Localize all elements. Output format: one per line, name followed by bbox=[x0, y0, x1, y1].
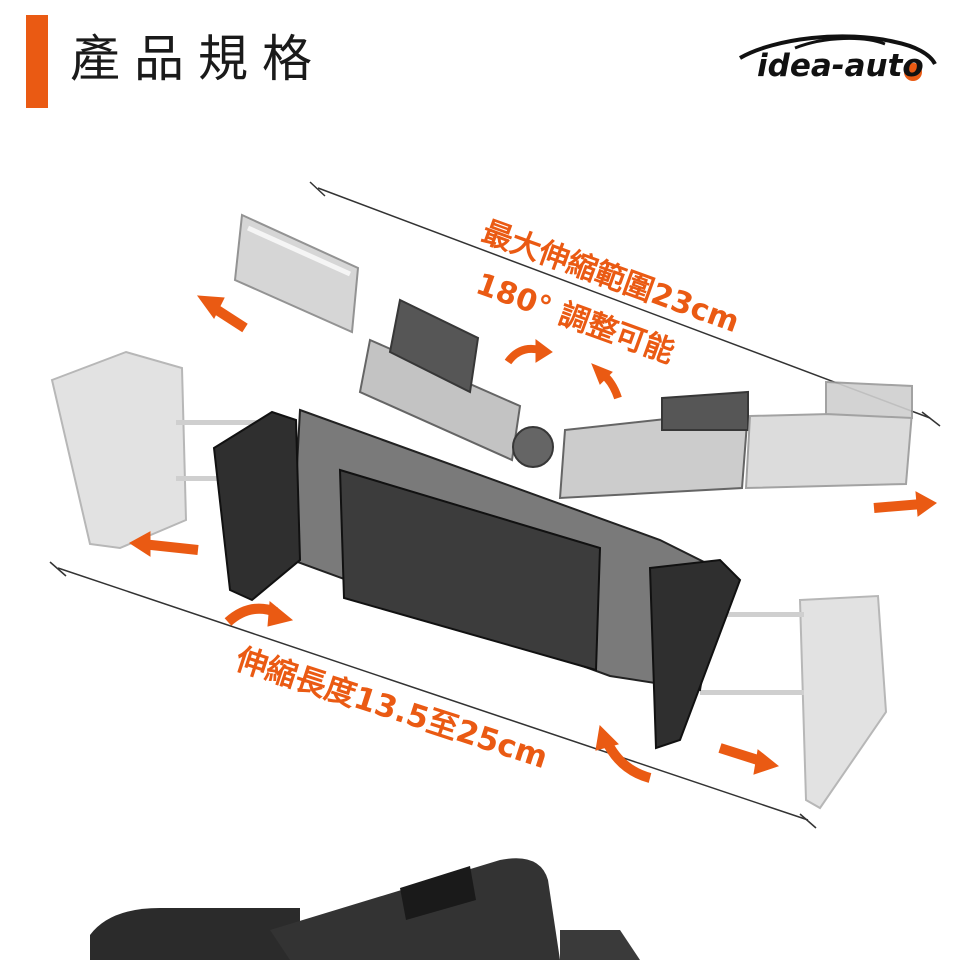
header-accent-bar bbox=[26, 15, 48, 108]
product-photo-bottom-crop bbox=[90, 858, 640, 960]
extension-length-label: 伸縮長度13.5至25cm bbox=[231, 641, 552, 776]
car-silhouette-icon bbox=[739, 34, 937, 81]
brand-name: idea-auto bbox=[757, 48, 924, 84]
orange-arrows bbox=[129, 295, 937, 783]
main-holder bbox=[212, 408, 742, 750]
brand-logo: idea-auto bbox=[735, 30, 940, 90]
ghost-right-clamp bbox=[700, 594, 888, 810]
dimension-line-bottom bbox=[49, 561, 817, 829]
page-title: 產品規格 bbox=[70, 30, 326, 88]
dimension-line-top bbox=[309, 181, 941, 427]
ghost-rotated-holder bbox=[233, 213, 914, 500]
